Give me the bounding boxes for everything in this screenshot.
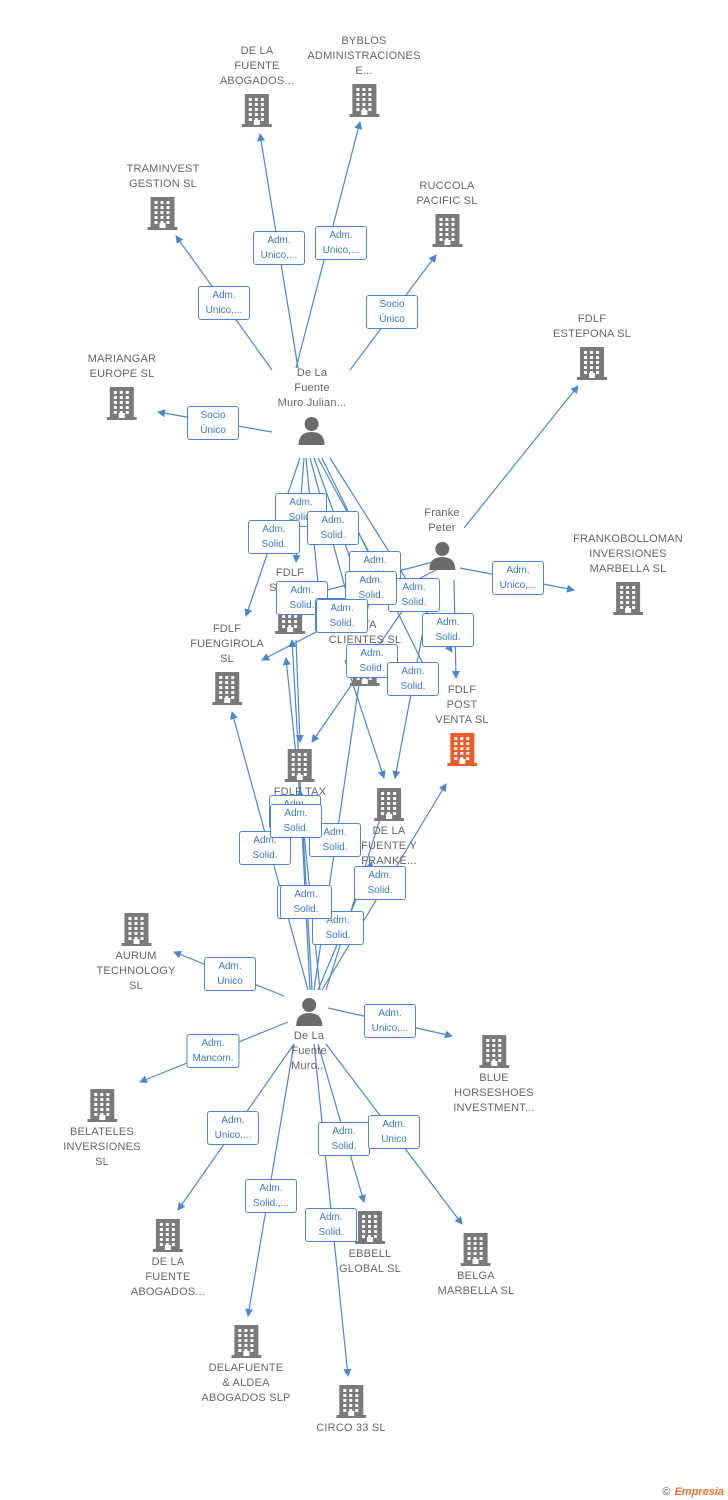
company-node-belateles[interactable]: BELATELES INVERSIONES SL xyxy=(63,1088,140,1170)
node-label: FDLF ESTEPONA SL xyxy=(552,313,632,340)
relation-label[interactable]: Adm. Solid. xyxy=(387,662,439,696)
node-label: BELGA MARBELLA SL xyxy=(437,1270,515,1297)
node-label: De La Fuente Muro Julian... xyxy=(277,367,347,409)
company-node-dlf-franke[interactable]: DE LA FUENTE Y FRANKE... xyxy=(361,787,417,869)
node-label: DE LA FUENTE ABOGADOS... xyxy=(130,1256,206,1298)
footer-brand[interactable]: ©Empresia xyxy=(662,1486,724,1498)
relation-label[interactable]: Socio Único xyxy=(366,295,418,329)
building-icon xyxy=(373,788,404,821)
company-node-ruccola[interactable]: RUCCOLA PACIFIC SL xyxy=(416,179,477,247)
relation-label[interactable]: Adm. Unico xyxy=(204,957,256,991)
relation-label[interactable]: Adm. Unico,... xyxy=(492,561,544,595)
relation-label[interactable]: Adm. Solid. xyxy=(354,866,406,900)
node-label: DELAFUENTE & ALDEA ABOGADOS SLP xyxy=(201,1362,291,1404)
node-label: DE LA FUENTE ABOGADOS... xyxy=(219,45,295,87)
edge-line xyxy=(295,639,304,743)
company-node-byblos[interactable]: BYBLOS ADMINISTRACIONES E... xyxy=(307,34,420,117)
relation-label[interactable]: Adm. Solid. xyxy=(280,885,332,919)
relation-label[interactable]: Adm. Unico,... xyxy=(198,286,250,320)
company-node-traminvest[interactable]: TRAMINVEST GESTION SL xyxy=(127,162,200,230)
relation-label[interactable]: Adm. Mancom. xyxy=(186,1034,240,1068)
node-label: RUCCOLA PACIFIC SL xyxy=(416,180,478,207)
building-icon xyxy=(148,197,178,230)
node-label: BLUE HORSESHOES INVESTMENT... xyxy=(453,1072,535,1114)
company-node-dlf-abog1[interactable]: DE LA FUENTE ABOGADOS... xyxy=(220,44,294,127)
company-node-circo[interactable]: CIRCO 33 SL xyxy=(316,1384,386,1436)
company-node-fdlf-postventa[interactable]: FDLF POST VENTA SL xyxy=(435,683,488,766)
company-node-fdlf-fuengirola[interactable]: FDLF FUENGIROLA SL xyxy=(190,622,264,705)
node-label: EBBELL GLOBAL SL xyxy=(339,1248,401,1275)
node-label: De La Fuente Muro... xyxy=(291,1030,327,1072)
node-label: BYBLOS ADMINISTRACIONES E... xyxy=(307,35,421,77)
building-icon xyxy=(576,347,607,380)
node-label: CIRCO 33 SL xyxy=(316,1422,386,1434)
relation-label[interactable]: Adm. Solid. xyxy=(318,1122,370,1156)
building-icon xyxy=(120,913,151,946)
node-label: FDLF FUENGIROLA SL xyxy=(190,623,264,665)
company-node-aurum[interactable]: AURUM TECHNOLOGY SL xyxy=(96,912,175,994)
edge-line xyxy=(463,385,579,529)
relation-label[interactable]: Adm. Unico xyxy=(368,1115,420,1149)
company-node-ebbell[interactable]: EBBELL GLOBAL SL xyxy=(339,1210,401,1277)
relation-label[interactable]: Adm. Solid. xyxy=(422,613,474,647)
company-node-frankobolloman[interactable]: FRANKOBOLLOMAN INVERSIONES MARBELLA SL xyxy=(573,532,683,615)
building-icon xyxy=(432,214,462,247)
node-label: AURUM TECHNOLOGY SL xyxy=(96,950,176,992)
copyright-symbol: © xyxy=(662,1486,671,1498)
building-icon xyxy=(106,387,137,420)
relation-label[interactable]: Adm. Unico,... xyxy=(207,1111,259,1145)
node-label: TRAMINVEST GESTION SL xyxy=(126,163,200,190)
building-icon xyxy=(153,1219,183,1252)
company-node-dlf-abog2[interactable]: DE LA FUENTE ABOGADOS... xyxy=(131,1218,205,1300)
relation-label[interactable]: Adm. Solid. xyxy=(248,520,300,554)
building-icon xyxy=(86,1089,117,1122)
node-label: Franke Peter xyxy=(424,507,460,534)
building-icon xyxy=(231,1325,261,1358)
person-icon xyxy=(429,542,455,570)
building-icon xyxy=(284,749,315,782)
building-icon xyxy=(355,1211,385,1244)
relation-label[interactable]: Adm. Unico,... xyxy=(364,1004,416,1038)
relation-label[interactable]: Adm. Solid. xyxy=(270,804,322,838)
person-node-muro[interactable]: De La Fuente Muro... xyxy=(291,996,327,1074)
company-node-fdlf-estepona[interactable]: FDLF ESTEPONA SL xyxy=(553,312,631,380)
company-node-belga[interactable]: BELGA MARBELLA SL xyxy=(438,1232,515,1299)
company-node-delafuente-aldea[interactable]: DELAFUENTE & ALDEA ABOGADOS SLP xyxy=(201,1324,290,1406)
building-icon xyxy=(211,672,242,705)
person-icon xyxy=(295,998,322,1026)
relation-label[interactable]: Adm. Solid.,... xyxy=(245,1179,297,1213)
relation-label[interactable]: Adm. Solid. xyxy=(305,1208,357,1242)
relation-label[interactable]: Socio Único xyxy=(187,406,239,440)
building-icon xyxy=(242,94,272,127)
person-node-julian[interactable]: De La Fuente Muro Julian... xyxy=(278,366,347,445)
relation-label[interactable]: Adm. Unico,... xyxy=(315,226,367,260)
node-label: FDLF POST VENTA SL xyxy=(435,684,489,726)
building-icon xyxy=(349,84,379,117)
node-label: BELATELES INVERSIONES SL xyxy=(63,1126,141,1168)
edge-line xyxy=(344,659,386,779)
building-icon xyxy=(335,1385,366,1418)
company-node-mariangar[interactable]: MARIANGAR EUROPE SL xyxy=(88,352,156,420)
building-icon xyxy=(447,733,477,766)
person-node-franke[interactable]: Franke Peter xyxy=(424,506,460,570)
person-icon xyxy=(298,417,325,445)
relation-label[interactable]: Adm. Solid. xyxy=(307,511,359,545)
node-label: MARIANGAR EUROPE SL xyxy=(87,353,157,380)
node-label: FRANKOBOLLOMAN INVERSIONES MARBELLA SL xyxy=(573,533,683,575)
relation-label[interactable]: Adm. Solid. xyxy=(316,599,368,633)
building-icon xyxy=(612,582,643,615)
relation-label[interactable]: Adm. Unico,... xyxy=(253,231,305,265)
empresia-logo: Empresia xyxy=(674,1486,724,1498)
company-node-blue[interactable]: BLUE HORSESHOES INVESTMENT... xyxy=(453,1034,535,1116)
building-icon xyxy=(478,1035,509,1068)
building-icon xyxy=(460,1233,491,1266)
node-label: DE LA FUENTE Y FRANKE... xyxy=(361,825,417,867)
